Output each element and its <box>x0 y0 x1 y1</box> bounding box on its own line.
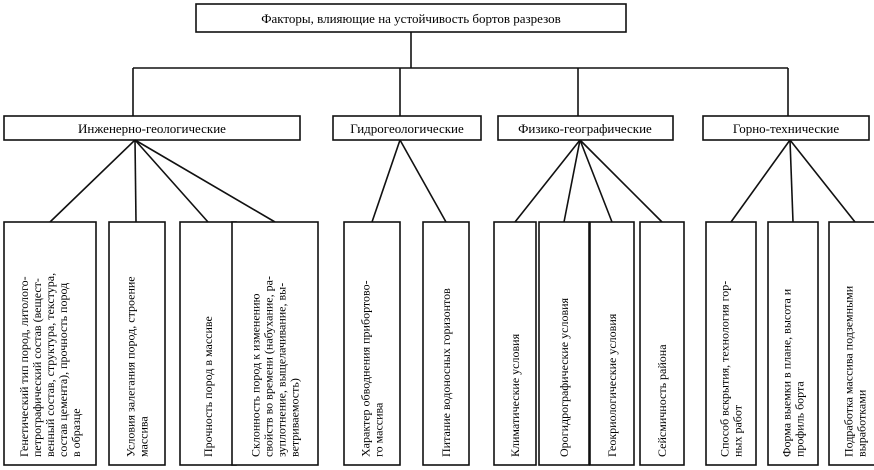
leaf-label: Сейсмичность района <box>655 344 669 457</box>
root-label: Факторы, влияющие на устойчивость бортов… <box>261 11 561 26</box>
leaf-c2-2: Геокриологические условия <box>589 221 635 466</box>
leaf-label: Климатические условия <box>508 333 522 457</box>
leaf-label-line: венный состав, структура, текстура, <box>43 273 57 457</box>
leaf-label-line: массива <box>137 416 151 457</box>
leaf-box <box>767 221 819 466</box>
leaf-label-line: Характер обводнения прибортово- <box>359 280 373 457</box>
leaf-c3-0: Способ вскрытия, технология гор-ных рабо… <box>705 221 757 466</box>
leaf-label: Способ вскрытия, технология гор-ных рабо… <box>718 281 745 457</box>
category-label-physgeo: Физико-географические <box>518 121 652 136</box>
leaf-c0-2: Прочность пород в массиве <box>179 221 237 466</box>
leaf-box <box>231 221 319 466</box>
leaf-label-line: Прочность пород в массиве <box>201 316 215 457</box>
leaf-box <box>343 221 401 466</box>
leaf-label: Подработка массива подземнымивыработками <box>842 285 869 457</box>
leaf-box <box>179 221 237 466</box>
leaf-label: Генетический тип пород, литолого-петрогр… <box>17 273 83 457</box>
leaf-c0-1: Условия залегания пород, строениемассива <box>108 221 166 466</box>
leaf-label-line: Генетический тип пород, литолого- <box>17 276 31 457</box>
leaf-label-line: состав цемента), прочность пород <box>56 283 70 457</box>
leaf-label-line: в образце <box>69 408 83 457</box>
leaf-label-line: Климатические условия <box>508 333 522 457</box>
leaf-c3-2: Подработка массива подземнымивыработками <box>828 221 874 466</box>
connectors-engineering <box>49 139 276 223</box>
leaf-label-line: Условия залегания пород, строение <box>124 276 138 457</box>
leaf-c2-1: Орогидрографические условия <box>538 221 590 466</box>
leaf-label-line: Способ вскрытия, технология гор- <box>718 281 732 457</box>
leaf-label-line: ных работ <box>731 404 745 457</box>
leaf-label: Орогидрографические условия <box>557 297 571 457</box>
category-label-hydro: Гидрогеологические <box>350 121 464 136</box>
leaf-c2-0: Климатические условия <box>493 221 537 466</box>
leaf-c1-0: Характер обводнения прибортово-го массив… <box>343 221 401 466</box>
leaf-box <box>3 221 97 466</box>
leaf-c3-1: Форма выемки в плане, высота ипрофиль бо… <box>767 221 819 466</box>
leaf-label-line: Геокриологические условия <box>605 313 619 457</box>
category-box-hydro <box>332 115 482 141</box>
leaf-box <box>422 221 470 466</box>
leaf-label-line: Питание водоносных горизонтов <box>439 288 453 457</box>
root-box <box>195 3 627 33</box>
leaf-label-line: профиль борта <box>793 381 807 457</box>
leaf-label: Питание водоносных горизонтов <box>439 288 453 457</box>
leaf-box <box>828 221 874 466</box>
leaf-label: Склонность пород к изменениюсвойств во в… <box>249 276 302 457</box>
connectors-hydro <box>371 139 447 223</box>
category-box-physgeo <box>497 115 674 141</box>
leaf-c1-1: Питание водоносных горизонтов <box>422 221 470 466</box>
leaf-label-line: ветриваемость) <box>288 378 302 457</box>
leaf-label-line: зуплотнение, выщелачивание, вы- <box>275 283 289 457</box>
leaf-c0-3: Склонность пород к изменениюсвойств во в… <box>231 221 319 466</box>
leaf-label-line: Форма выемки в плане, высота и <box>780 288 794 457</box>
connectors-mining <box>730 139 856 223</box>
leaf-box <box>108 221 166 466</box>
category-box-mining <box>702 115 870 141</box>
leaf-label: Геокриологические условия <box>605 313 619 457</box>
leaf-label-line: петрографический состав (вещест- <box>30 278 44 457</box>
leaf-label-line: го массива <box>372 402 386 457</box>
leaf-label-line: свойств во времени (набухание, ра- <box>262 276 276 457</box>
leaf-c0-0: Генетический тип пород, литолого-петрогр… <box>3 221 97 466</box>
category-box-engineering <box>3 115 301 141</box>
leaf-c2-3: Сейсмичность района <box>639 221 685 466</box>
leaf-box <box>538 221 590 466</box>
leaf-label-line: Подработка массива подземными <box>842 285 856 457</box>
leaf-box <box>639 221 685 466</box>
leaf-label-line: выработками <box>855 389 869 457</box>
leaf-label: Прочность пород в массиве <box>201 316 215 457</box>
leaf-boxes: Генетический тип пород, литолого-петрогр… <box>3 221 874 466</box>
leaf-label-line: Склонность пород к изменению <box>249 293 263 457</box>
leaf-label: Характер обводнения прибортово-го массив… <box>359 280 386 457</box>
leaf-box <box>493 221 537 466</box>
leaf-label-line: Орогидрографические условия <box>557 297 571 457</box>
leaf-box <box>589 221 635 466</box>
leaf-box <box>705 221 757 466</box>
leaf-label: Форма выемки в плане, высота ипрофиль бо… <box>780 288 807 457</box>
leaf-label: Условия залегания пород, строениемассива <box>124 276 151 457</box>
connectors-physgeo <box>514 139 663 223</box>
leaf-label-line: Сейсмичность района <box>655 344 669 457</box>
category-label-engineering: Инженерно-геологические <box>78 121 226 136</box>
category-label-mining: Горно-технические <box>733 121 840 136</box>
